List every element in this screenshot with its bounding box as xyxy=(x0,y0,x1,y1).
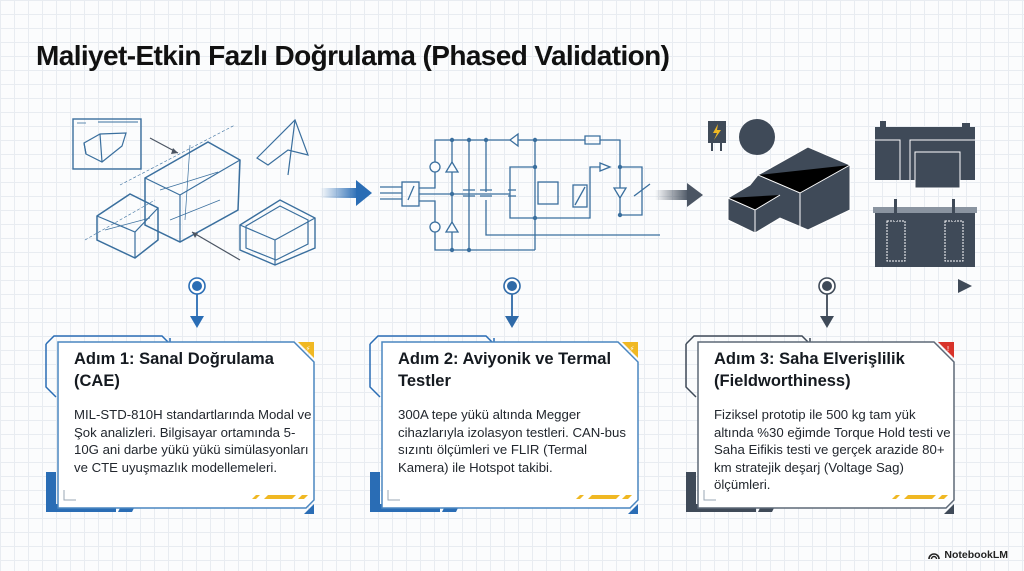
page-title: Maliyet-Etkin Fazlı Doğrulama (Phased Va… xyxy=(36,40,670,71)
timeline-arrowhead xyxy=(958,279,972,293)
cae-wireframe-illustration xyxy=(72,118,316,266)
brand-watermark: NotebookLM xyxy=(928,549,1008,561)
power-plug-icon xyxy=(708,121,726,151)
flow-arrow-2 xyxy=(655,183,703,207)
milestone-2[interactable] xyxy=(503,277,521,328)
step-card-3: ! Adım 3: Saha Elverişlilik (Fieldworthi… xyxy=(684,332,972,522)
step-card-2: ⚡ Adım 2: Aviyonik ve Termal Testler 300… xyxy=(368,332,656,522)
step-description: MIL-STD-810H standartlarında Modal ve Şo… xyxy=(74,407,312,475)
card-frame: ⚡ xyxy=(369,335,639,514)
vehicle-wireframe xyxy=(84,124,241,259)
exclamation-icon: ! xyxy=(947,345,950,353)
warning-badge xyxy=(622,342,638,358)
step-description: Fiziksel prototip ile 500 kg tam yük alt… xyxy=(714,407,951,493)
notebooklm-logo-icon xyxy=(928,553,941,560)
bolt-icon: ⚡ xyxy=(306,345,311,353)
warning-badge xyxy=(298,342,314,358)
card-frame: ⚡ xyxy=(45,335,315,514)
battery-pack-icon xyxy=(875,121,975,189)
step-title: Adım 1: Sanal Doğrulama (CAE) xyxy=(74,350,274,390)
card-frame: ! xyxy=(685,335,955,514)
sensor-disc-icon xyxy=(739,119,775,155)
alert-badge xyxy=(938,342,954,358)
circuit-schematic-illustration xyxy=(380,132,660,253)
bolt-icon: ⚡ xyxy=(630,345,635,353)
switch-input-icon xyxy=(380,181,420,207)
mesh-cone-icon xyxy=(256,118,309,176)
vehicle-prototype xyxy=(727,146,851,234)
battery-cell-section-icon xyxy=(873,199,977,267)
milestone-1[interactable] xyxy=(188,277,206,328)
step-title: Adım 3: Saha Elverişlilik (Fieldworthine… xyxy=(714,350,905,390)
brand-label: NotebookLM xyxy=(944,549,1008,561)
step-description: 300A tepe yükü altında Megger cihazlarıy… xyxy=(398,407,626,475)
milestone-3[interactable] xyxy=(818,277,836,328)
physical-prototype-illustration xyxy=(708,119,977,267)
timeline xyxy=(52,277,972,328)
step-title: Adım 2: Aviyonik ve Termal Testler xyxy=(398,350,612,390)
frame-module-wireframe xyxy=(239,199,316,266)
step-card-1: ⚡ Adım 1: Sanal Doğrulama (CAE) MIL-STD-… xyxy=(44,332,332,522)
flow-arrow-1 xyxy=(320,180,372,206)
cad-window-icon xyxy=(72,118,142,170)
